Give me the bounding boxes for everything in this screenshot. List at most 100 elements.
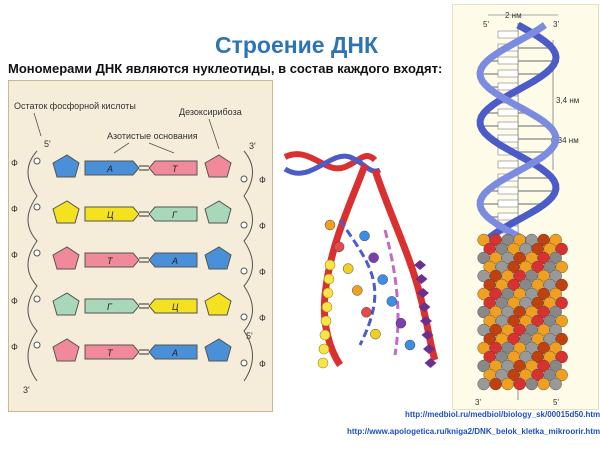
- mid-phosphate-left-4: [320, 315, 332, 327]
- mid-phosphate-left-1: [323, 273, 335, 285]
- page-subtitle: Мономерами ДНК являются нуклеотиды, в со…: [8, 61, 443, 76]
- atom: [555, 368, 568, 382]
- phosphate-right-0: [240, 175, 248, 183]
- base-left-letter-2: Т: [107, 256, 114, 266]
- atom: [555, 242, 568, 256]
- phi-left-0: Ф: [11, 158, 18, 168]
- source-link-medbiol[interactable]: http://medbiol.ru/medbiol/biology_sk/000…: [405, 410, 600, 419]
- phosphate-left-3: [33, 295, 41, 303]
- rung-label-box: [497, 160, 519, 169]
- double-helix-svg: 2 нм 5' 3' 3,4 нм 0,34 нм 3' 5': [475, 11, 579, 407]
- base-right-4: [148, 344, 198, 360]
- space-filling-model: [477, 233, 568, 391]
- bases-pointer-a: [113, 142, 130, 154]
- atom: [549, 233, 562, 247]
- helix-strand-a: [476, 21, 560, 248]
- mid-nucleotide-8: [361, 307, 372, 318]
- helix-top-3: 3': [553, 20, 559, 29]
- mid-nucleotide-2: [333, 241, 345, 253]
- left-backbone: [27, 150, 38, 382]
- source-link-apologetica[interactable]: http://www.apologetica.ru/kniga2/DNK_bel…: [347, 427, 600, 436]
- base-right-letter-4: А: [171, 348, 178, 358]
- mid-phosphate-left-0: [324, 259, 336, 271]
- atom: [525, 377, 538, 391]
- sugar-left-3: [52, 292, 80, 316]
- nucleotide-scheme-panel: Остаток фосфорной кислоты Дезоксирибоза …: [8, 80, 273, 412]
- sugar-right-1: [204, 200, 232, 224]
- atom: [477, 377, 490, 391]
- mid-nucleotide-4: [342, 263, 354, 274]
- sugar-left-0: [52, 154, 80, 178]
- mid-nucleotide-5: [377, 274, 388, 285]
- dna-replication-illustration: [270, 145, 450, 370]
- phosphate-left-2: [33, 249, 41, 257]
- phosphate-pointer: [33, 112, 42, 137]
- sugar-label: Дезоксирибоза: [179, 107, 242, 117]
- left-end-3: 3': [23, 385, 30, 395]
- base-left-0: [84, 160, 140, 176]
- phi-right-3: Ф: [259, 313, 266, 323]
- atom: [501, 377, 514, 391]
- mid-nucleotide-7: [386, 296, 398, 307]
- rung-label-box: [497, 186, 519, 195]
- phosphate-left-4: [33, 341, 41, 349]
- mid-phosphate-right-7: [424, 358, 437, 368]
- base-left-4: [84, 344, 140, 360]
- mid-nucleotides: [317, 219, 437, 369]
- rung-label-box: [497, 134, 519, 143]
- sugar-right-3: [204, 292, 232, 316]
- atom: [549, 323, 562, 337]
- strand-right-red: [371, 168, 439, 362]
- bases-pointer-b: [148, 142, 175, 154]
- phosphate-right-4: [240, 359, 248, 367]
- atom: [513, 377, 526, 391]
- rung-label-box: [497, 56, 519, 65]
- phosphate-left-1: [33, 203, 41, 211]
- atom: [549, 377, 562, 391]
- base-left-letter-3: Г: [107, 302, 113, 312]
- atom: [555, 314, 568, 328]
- atom: [549, 251, 562, 265]
- mid-phosphate-right-6: [423, 344, 435, 354]
- mid-phosphate-right-4: [420, 316, 432, 326]
- atom: [549, 359, 562, 373]
- mid-phosphate-right-3: [418, 302, 431, 312]
- phosphate-label: Остаток фосфорной кислоты: [14, 101, 136, 111]
- sugar-right-2: [204, 246, 232, 270]
- phosphate-right-1: [240, 221, 248, 229]
- atom: [549, 287, 562, 301]
- helix-width-label: 2 нм: [505, 11, 522, 20]
- base-right-letter-0: Т: [172, 164, 179, 174]
- phosphate-right-2: [240, 267, 248, 275]
- phosphate-right-3: [240, 313, 248, 321]
- phi-left-2: Ф: [11, 250, 18, 260]
- atom: [555, 278, 568, 292]
- rung-label-box: [497, 69, 519, 78]
- page-title: Строение ДНК: [215, 32, 379, 58]
- mid-phosphate-left-7: [317, 357, 329, 369]
- helix-top-5: 5': [483, 20, 489, 29]
- base-right-letter-2: А: [171, 256, 178, 266]
- sugar-left-1: [52, 200, 80, 224]
- mid-nucleotide-0: [324, 219, 336, 231]
- atom: [549, 341, 562, 355]
- phi-left-4: Ф: [11, 342, 18, 352]
- strand-top-red: [283, 151, 378, 172]
- helix-rungs: [480, 30, 556, 234]
- mid-phosphate-left-6: [318, 343, 330, 355]
- base-right-1: [148, 206, 198, 222]
- atom: [489, 377, 502, 391]
- mid-nucleotide-11: [404, 339, 416, 351]
- base-left-3: [84, 298, 140, 314]
- nucleotide-scheme: Остаток фосфорной кислоты Дезоксирибоза …: [11, 101, 266, 395]
- base-right-3: [148, 298, 198, 314]
- phi-right-0: Ф: [259, 175, 266, 185]
- base-right-letter-1: Г: [172, 210, 178, 220]
- helix-step-label: 0,34 нм: [551, 136, 579, 145]
- mid-nucleotide-9: [395, 317, 407, 329]
- mid-phosphate-left-5: [319, 329, 331, 341]
- mid-phosphate-left-3: [321, 301, 333, 313]
- rung-label-box: [497, 108, 519, 117]
- phi-right-4: Ф: [259, 359, 266, 369]
